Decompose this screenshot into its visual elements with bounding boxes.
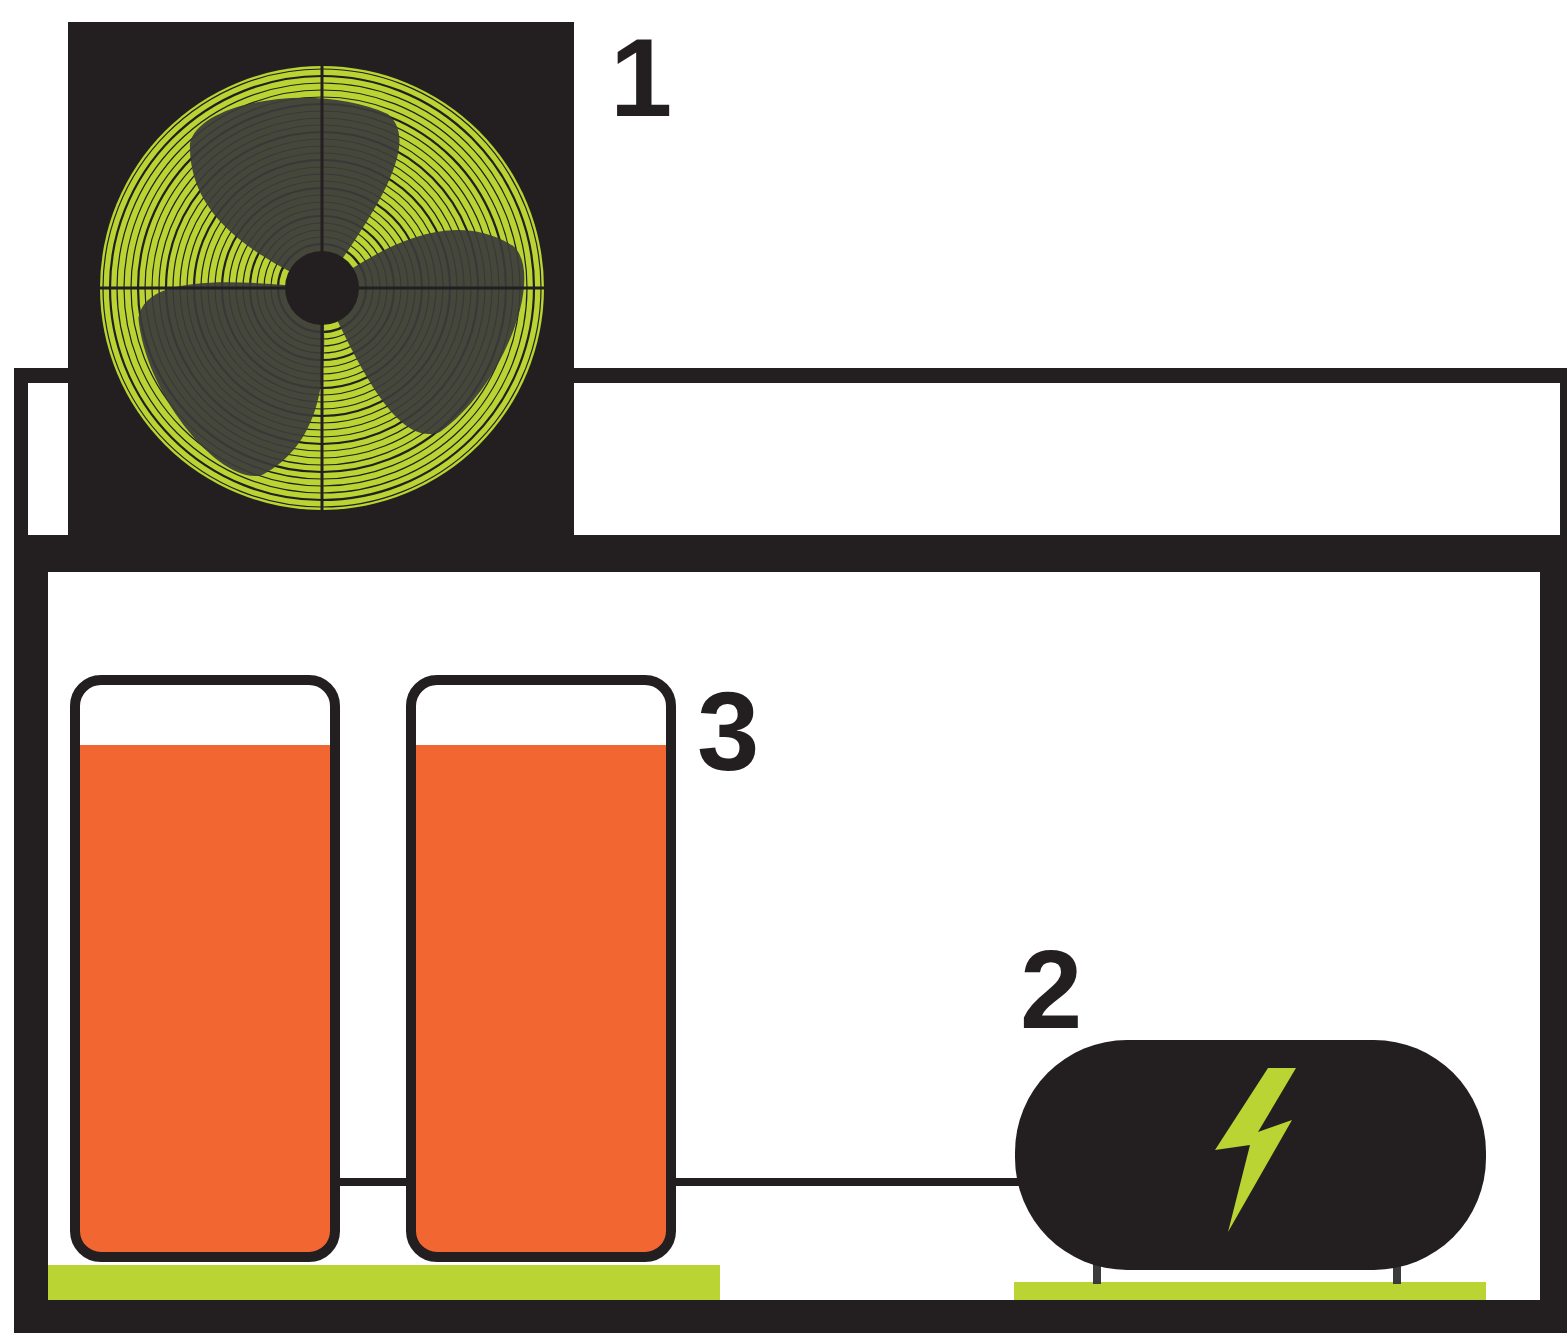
room-wall (14, 535, 1567, 1333)
fan-blade (107, 209, 391, 495)
tank-fill (411, 745, 671, 1257)
fan-grille (100, 66, 544, 510)
storage-tank-outline (411, 680, 671, 1257)
lightning-symbol (1215, 1068, 1296, 1232)
room-interior (48, 572, 1540, 1300)
tank-fill (75, 745, 335, 1257)
fan-unit-housing (68, 22, 574, 535)
fan (100, 66, 544, 510)
callout-number: 2 (1020, 934, 1082, 1046)
electric-tank (1015, 1040, 1486, 1270)
fan-hub (285, 251, 359, 325)
storage-tank-outline (75, 680, 335, 1257)
callout-number: 1 (610, 22, 672, 134)
callout-number: 3 (697, 676, 759, 788)
tank-platform (48, 1265, 720, 1300)
tank-platform (1014, 1282, 1486, 1300)
